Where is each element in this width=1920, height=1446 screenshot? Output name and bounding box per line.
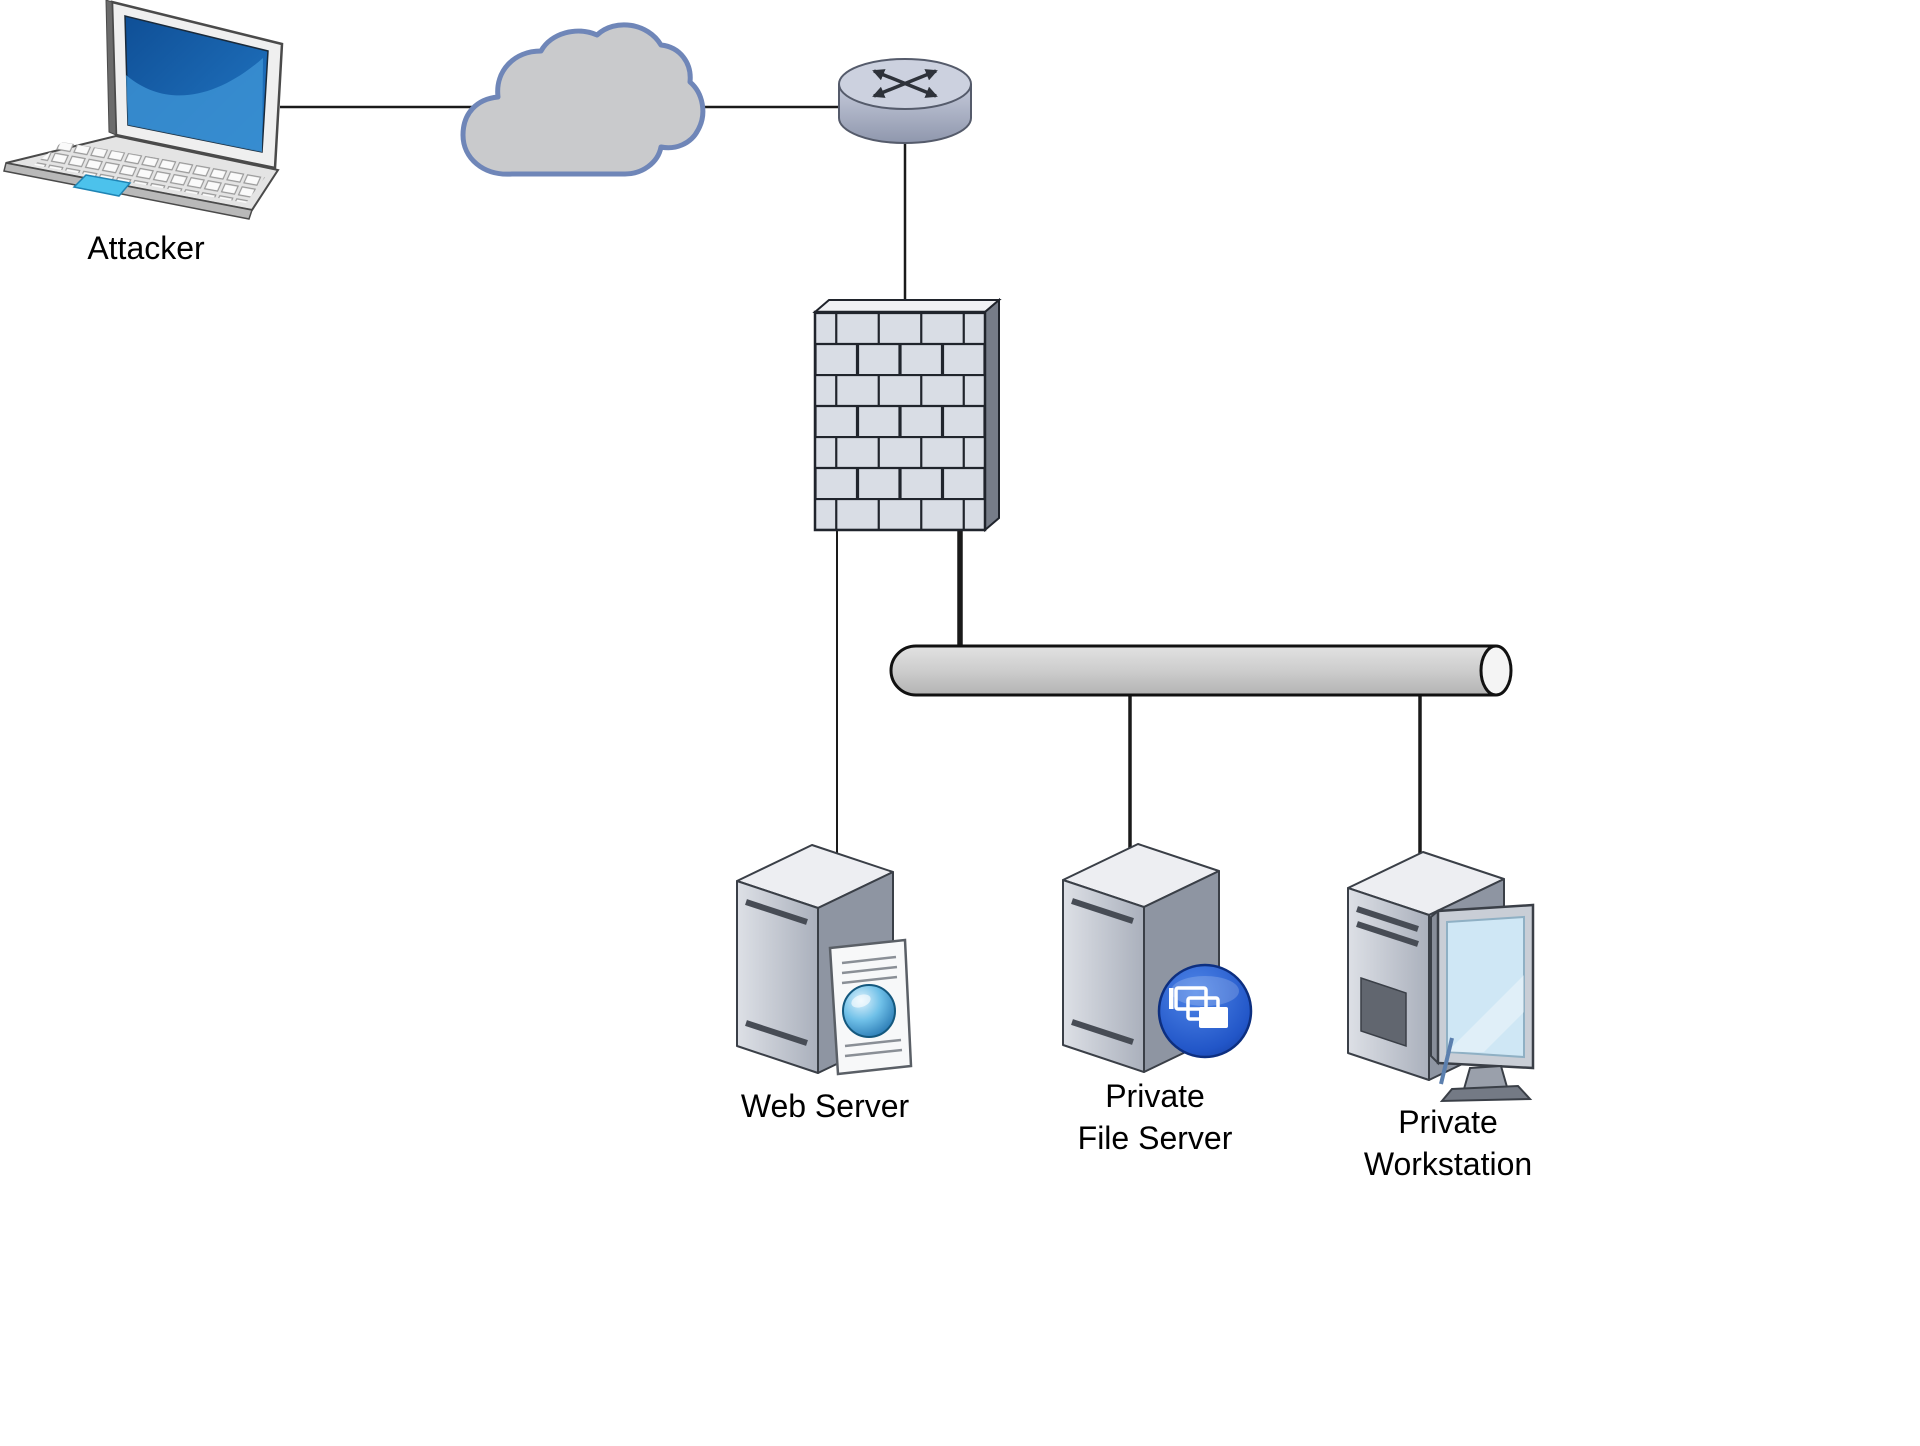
ethernet-bus-icon xyxy=(889,644,1513,697)
web-server-icon xyxy=(737,845,893,1073)
monitor-stylus xyxy=(1439,1037,1454,1085)
file-server-label-line1: Private xyxy=(1105,1078,1205,1114)
file-server-label-line2: File Server xyxy=(1078,1120,1233,1156)
router-icon xyxy=(838,58,972,144)
server-vent xyxy=(1356,921,1419,947)
laptop-screen-wave xyxy=(126,58,263,152)
monitor-icon xyxy=(1430,903,1535,1103)
badge-file-bar xyxy=(1169,988,1174,1009)
laptop-base-edge xyxy=(3,162,253,220)
laptop-icon xyxy=(3,0,284,220)
server-vent xyxy=(745,1020,808,1046)
bus-pipe xyxy=(889,644,1496,697)
server-vent xyxy=(1071,1019,1134,1045)
file-server-icon xyxy=(1063,844,1219,1072)
web-server-label: Web Server xyxy=(741,1088,910,1124)
cloud-icon xyxy=(460,22,706,177)
monitor-stand-base xyxy=(1439,1084,1533,1103)
workstation-label-line2: Workstation xyxy=(1364,1146,1532,1182)
firewall-brick-wall xyxy=(813,310,987,532)
badge-file-solid xyxy=(1199,1007,1228,1028)
shared-folders-badge-icon xyxy=(1157,963,1253,1059)
monitor-stand-neck xyxy=(1462,1064,1509,1091)
laptop-lid-edge xyxy=(105,0,117,136)
firewall-icon xyxy=(812,297,1002,533)
firewall-side-face xyxy=(984,297,1000,533)
router-arrows-icon xyxy=(872,69,938,98)
laptop-trackpad xyxy=(72,174,132,197)
web-page-globe-icon xyxy=(828,938,913,1076)
drive-bay xyxy=(1360,976,1407,1048)
attacker-label: Attacker xyxy=(87,230,205,266)
web-page-text-lines xyxy=(841,955,903,1058)
workstation-tower-icon xyxy=(1348,852,1504,1080)
monitor-screen xyxy=(1446,915,1525,1059)
globe-orb xyxy=(842,984,896,1038)
bus-end-cap xyxy=(1479,644,1513,697)
globe-orb-highlight xyxy=(851,994,871,1008)
workstation-label-line1: Private xyxy=(1398,1104,1498,1140)
firewall-top-face xyxy=(812,299,1002,313)
laptop-keyboard xyxy=(34,142,266,203)
monitor-screen-gloss xyxy=(1447,975,1524,1052)
